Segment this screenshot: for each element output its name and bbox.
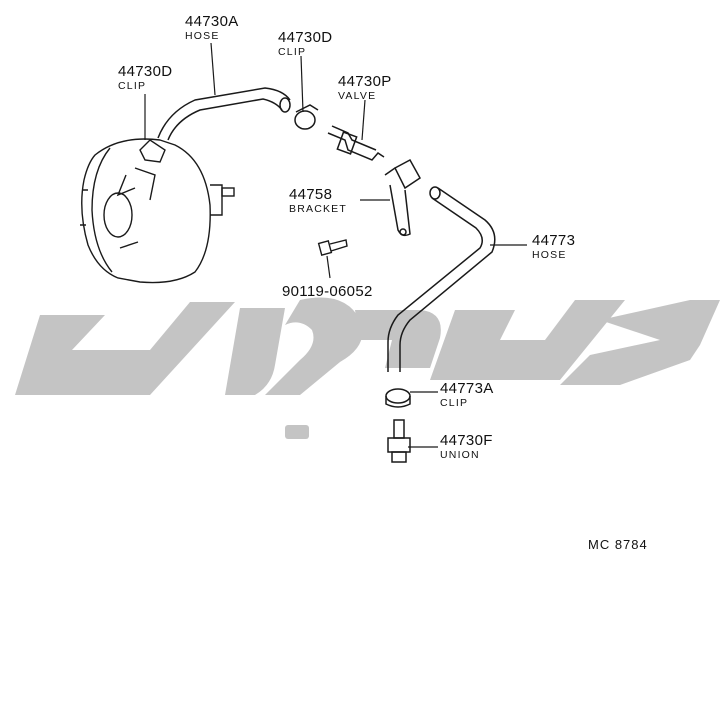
label-44730p: 44730P VALVE [338, 74, 392, 102]
clip-44730d-right [294, 104, 319, 130]
part-number: 44730A [185, 13, 239, 30]
part-number: 44773 [532, 232, 576, 249]
part-name: CLIP [118, 80, 147, 92]
label-44730f: 44730F UNION [440, 433, 493, 461]
watermark-logo [15, 297, 720, 439]
diagram-code: MC 8784 [588, 537, 648, 552]
part-number: 44730P [338, 73, 392, 90]
label-44773a: 44773A CLIP [440, 381, 494, 409]
part-name: HOSE [532, 249, 567, 261]
part-name: VALVE [338, 90, 377, 102]
valve-44730p [327, 125, 385, 161]
clip-44773a [385, 388, 411, 408]
label-44730a: 44730A HOSE [185, 14, 239, 42]
part-number: 44758 [289, 186, 333, 203]
part-name: CLIP [278, 46, 307, 58]
part-number: 90119-06052 [282, 283, 373, 300]
part-number: 44730D [118, 63, 173, 80]
hose-44773 [387, 186, 496, 372]
part-name: CLIP [440, 397, 469, 409]
label-44730d-left: 44730D CLIP [118, 64, 172, 92]
label-90119-06052: 90119-06052 [282, 284, 373, 299]
part-name: HOSE [185, 30, 220, 42]
leader-lines [144, 42, 527, 448]
bolt-90119-06052 [317, 239, 348, 256]
brake-booster [80, 138, 235, 284]
union-44730f [387, 419, 411, 463]
label-44730d-right: 44730D CLIP [278, 30, 332, 58]
hose-44730a [157, 87, 291, 141]
part-name: BRACKET [289, 203, 347, 215]
part-name: UNION [440, 449, 480, 461]
label-44758: 44758 BRACKET [289, 187, 347, 215]
label-44773: 44773 HOSE [532, 233, 575, 261]
bracket-44758 [384, 158, 421, 237]
part-number: 44730D [278, 29, 333, 46]
part-number: 44773A [440, 380, 494, 397]
part-number: 44730F [440, 432, 493, 449]
